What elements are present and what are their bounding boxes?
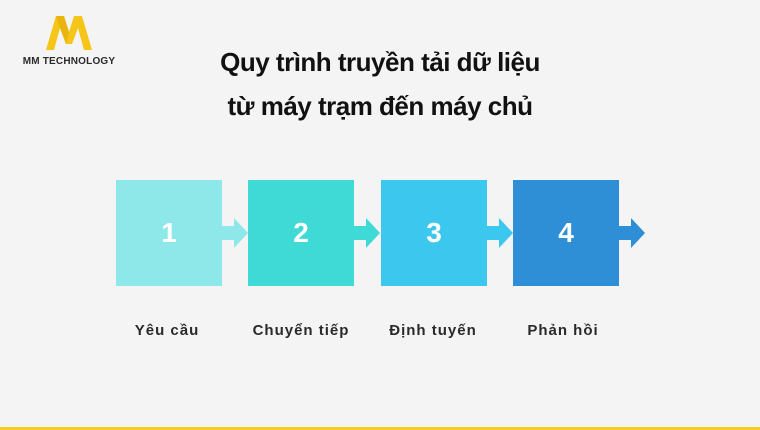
arrow-right-icon (487, 218, 513, 248)
step-box-1: 1 (116, 180, 222, 286)
step-label-2: Chuyển tiếp (252, 322, 350, 339)
step-number: 4 (558, 217, 574, 248)
step-number: 3 (426, 217, 442, 248)
step-number: 1 (161, 217, 177, 248)
mm-logo-icon (46, 16, 92, 50)
step-box-3: 3 (381, 180, 487, 286)
title-line-2: từ máy trạm đến máy chủ (227, 91, 533, 121)
step-number: 2 (293, 217, 309, 248)
brand-name: MM TECHNOLOGY (22, 56, 116, 67)
arrow-right-icon (619, 218, 645, 248)
brand-logo: MM TECHNOLOGY (14, 14, 124, 70)
step-label-3: Định tuyến (389, 322, 477, 339)
page-title: Quy trình truyền tải dữ liệu từ máy trạm… (130, 40, 630, 128)
step-box-2: 2 (248, 180, 354, 286)
step-label-1: Yêu cầu (134, 322, 200, 339)
arrow-right-icon (222, 218, 248, 248)
title-line-1: Quy trình truyền tải dữ liệu (220, 47, 540, 77)
arrow-right-icon (354, 218, 380, 248)
step-box-4: 4 (513, 180, 619, 286)
step-label-4: Phản hồi (527, 322, 599, 339)
bottom-accent-line (0, 427, 760, 430)
